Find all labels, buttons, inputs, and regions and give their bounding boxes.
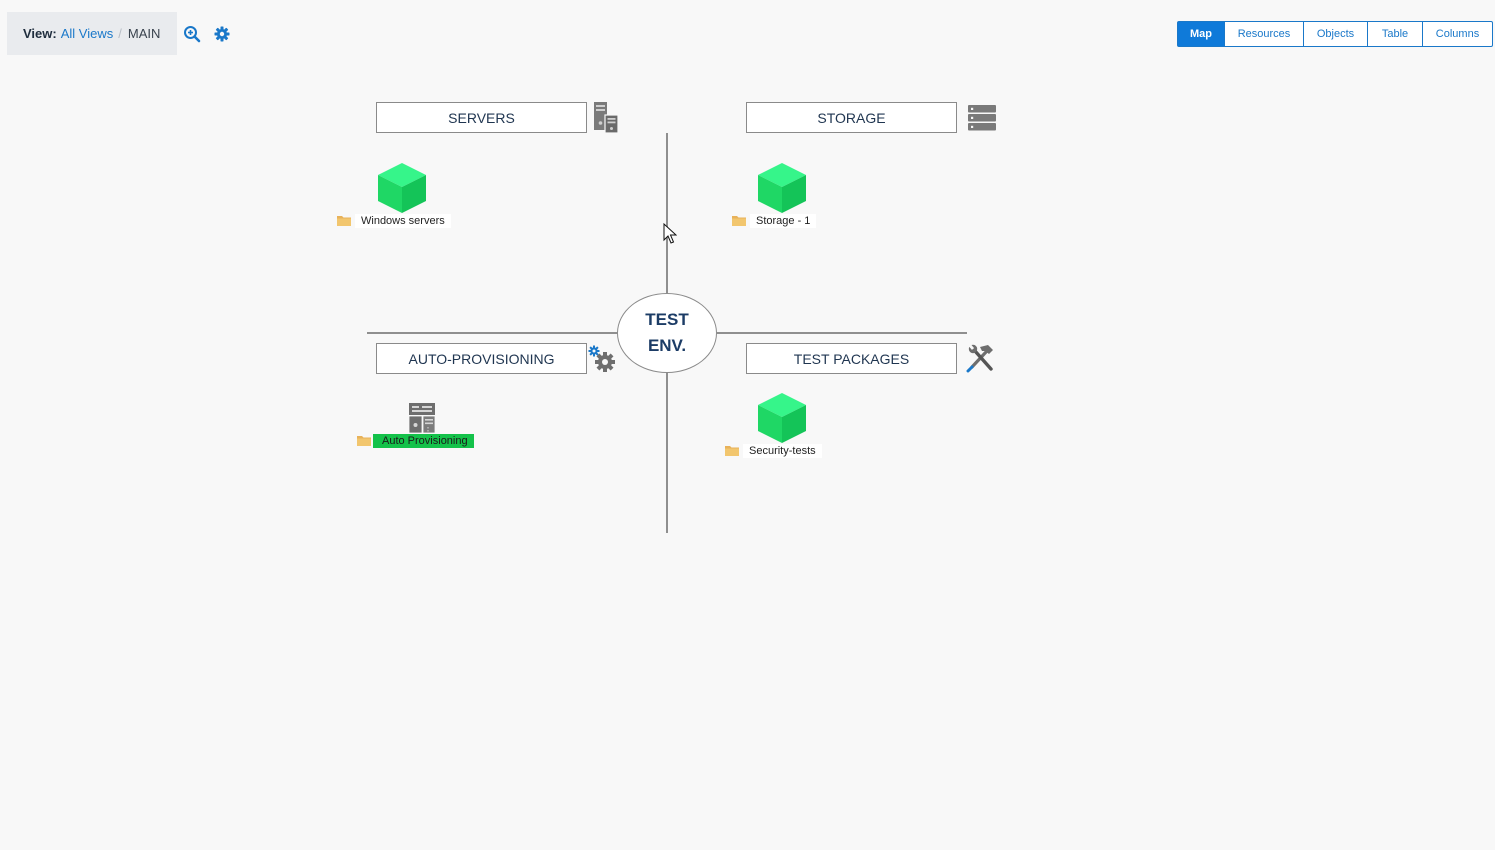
breadcrumb: View: All Views / MAIN bbox=[7, 12, 177, 55]
tab-table[interactable]: Table bbox=[1367, 21, 1423, 47]
center-node[interactable]: TEST ENV. bbox=[617, 293, 717, 373]
breadcrumb-current: MAIN bbox=[127, 26, 161, 41]
tab-resources[interactable]: Resources bbox=[1224, 21, 1304, 47]
category-servers[interactable]: SERVERS bbox=[376, 102, 587, 133]
breadcrumb-all-views-link[interactable]: All Views bbox=[60, 26, 114, 41]
gear-icon[interactable] bbox=[213, 25, 231, 43]
windows-servers-label[interactable]: Windows servers bbox=[355, 214, 451, 228]
gears-icon bbox=[587, 344, 617, 379]
auto-provisioning-label[interactable]: Auto Provisioning bbox=[373, 434, 474, 448]
windows-servers-folder-icon bbox=[337, 215, 351, 226]
axis-line-bottom bbox=[666, 373, 668, 533]
auto-provisioning-folder-icon bbox=[357, 435, 371, 446]
storage-icon bbox=[968, 105, 996, 136]
view-tabs: Map Resources Objects Table Columns bbox=[1177, 21, 1493, 47]
windows-servers-cube-icon[interactable] bbox=[376, 162, 428, 214]
server-icon bbox=[593, 102, 619, 139]
server-rack-icon[interactable] bbox=[408, 403, 436, 438]
axis-line-right bbox=[717, 332, 967, 334]
security-tests-folder-icon bbox=[725, 445, 739, 456]
category-storage[interactable]: STORAGE bbox=[746, 102, 957, 133]
center-line2: ENV. bbox=[647, 336, 687, 355]
storage-1-folder-icon bbox=[732, 215, 746, 226]
security-tests-cube-icon[interactable] bbox=[756, 392, 808, 444]
category-test-packages[interactable]: TEST PACKAGES bbox=[746, 343, 957, 374]
storage-1-cube-icon[interactable] bbox=[756, 162, 808, 214]
tools-icon bbox=[966, 343, 997, 378]
mouse-cursor-icon bbox=[663, 223, 677, 244]
storage-1-label[interactable]: Storage - 1 bbox=[750, 214, 817, 228]
axis-line-left bbox=[367, 332, 617, 334]
axis-line-top bbox=[666, 133, 668, 293]
security-tests-label[interactable]: Security-tests bbox=[743, 444, 822, 458]
tab-objects[interactable]: Objects bbox=[1303, 21, 1368, 47]
category-auto-provisioning[interactable]: AUTO-PROVISIONING bbox=[376, 343, 587, 374]
tab-columns[interactable]: Columns bbox=[1422, 21, 1493, 47]
breadcrumb-separator: / bbox=[118, 26, 122, 41]
center-line1: TEST bbox=[645, 310, 689, 329]
breadcrumb-label: View: bbox=[23, 26, 57, 41]
zoom-in-icon[interactable] bbox=[183, 25, 201, 43]
tab-map[interactable]: Map bbox=[1177, 21, 1225, 47]
